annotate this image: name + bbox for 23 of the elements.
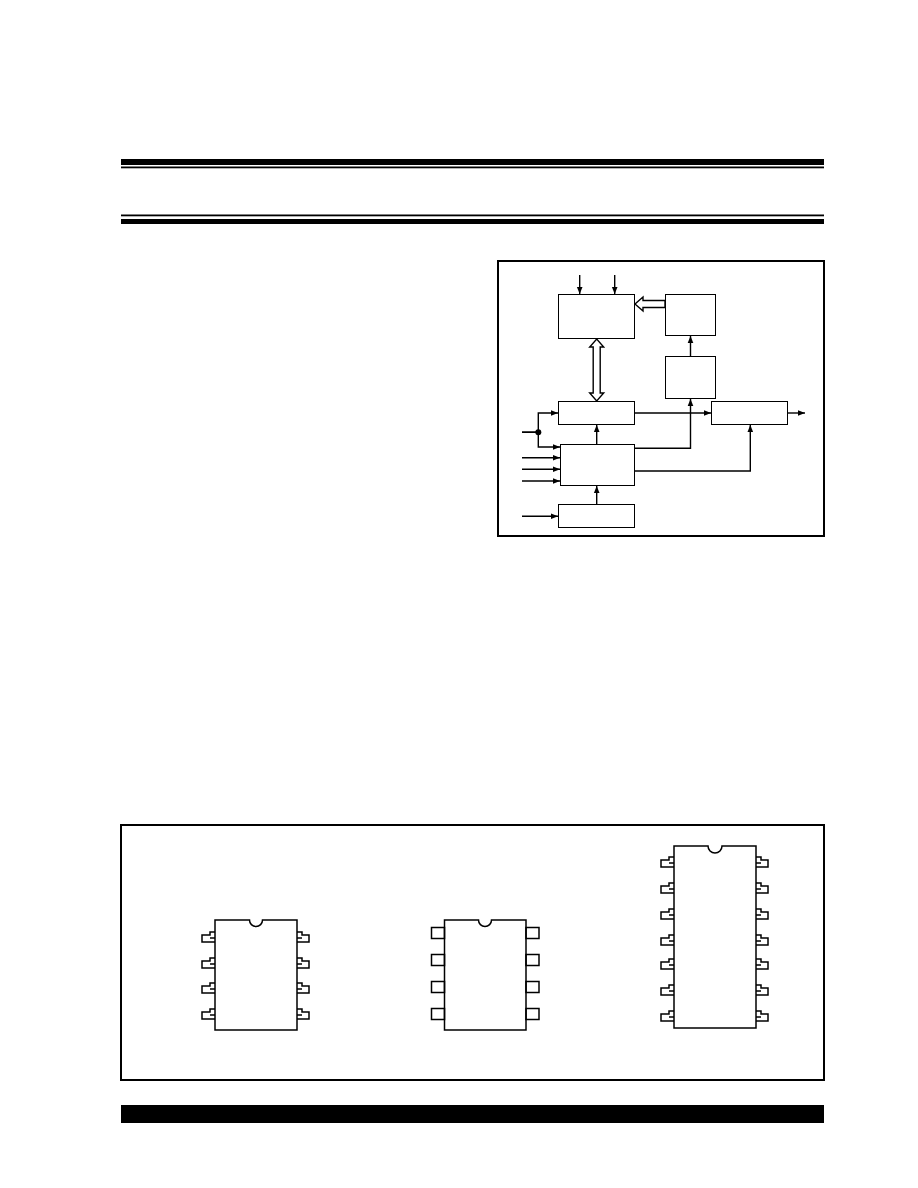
arrow	[521, 431, 561, 450]
block-box	[665, 356, 716, 399]
bus-arrow	[633, 295, 666, 313]
arrow	[593, 485, 600, 505]
arrow	[576, 274, 583, 295]
block-box	[558, 504, 635, 528]
arrow	[634, 410, 712, 416]
arrow	[521, 513, 559, 520]
block-box	[711, 401, 788, 425]
arrow	[611, 274, 618, 295]
arrow	[687, 335, 694, 357]
block-box	[665, 294, 716, 336]
block-box	[558, 294, 635, 339]
arrow	[787, 410, 806, 416]
bus-arrow	[588, 337, 606, 403]
arrow	[521, 454, 561, 461]
arrow	[521, 478, 561, 484]
arrow	[521, 466, 561, 473]
block-box	[560, 444, 635, 486]
arrow	[634, 398, 694, 449]
arrow	[634, 424, 754, 472]
arrow	[593, 424, 600, 445]
block-box	[558, 401, 635, 425]
